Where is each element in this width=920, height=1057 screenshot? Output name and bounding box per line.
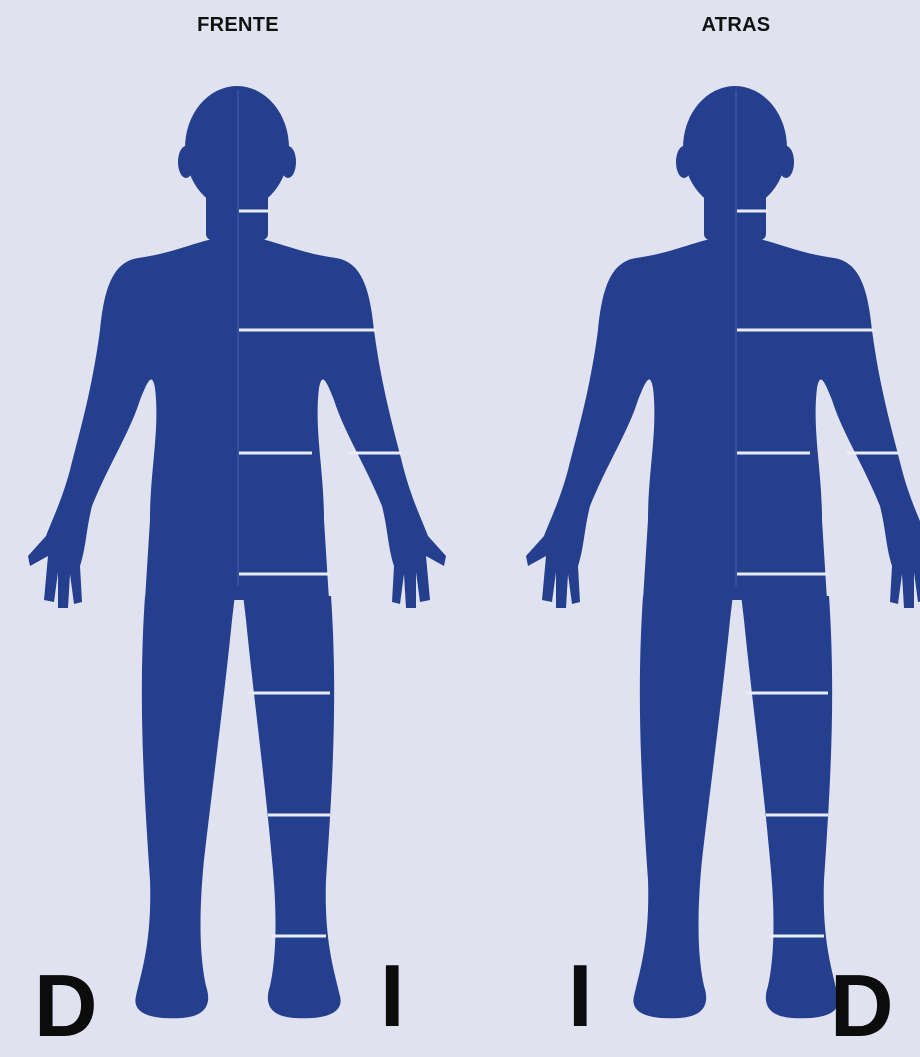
back-body-figure <box>526 86 920 1018</box>
front-right-side-label: D <box>34 962 98 1050</box>
back-right-side-label: D <box>830 962 894 1050</box>
front-body-figure <box>28 86 446 1018</box>
back-left-side-label: I <box>568 952 592 1040</box>
front-left-side-label: I <box>380 952 404 1040</box>
